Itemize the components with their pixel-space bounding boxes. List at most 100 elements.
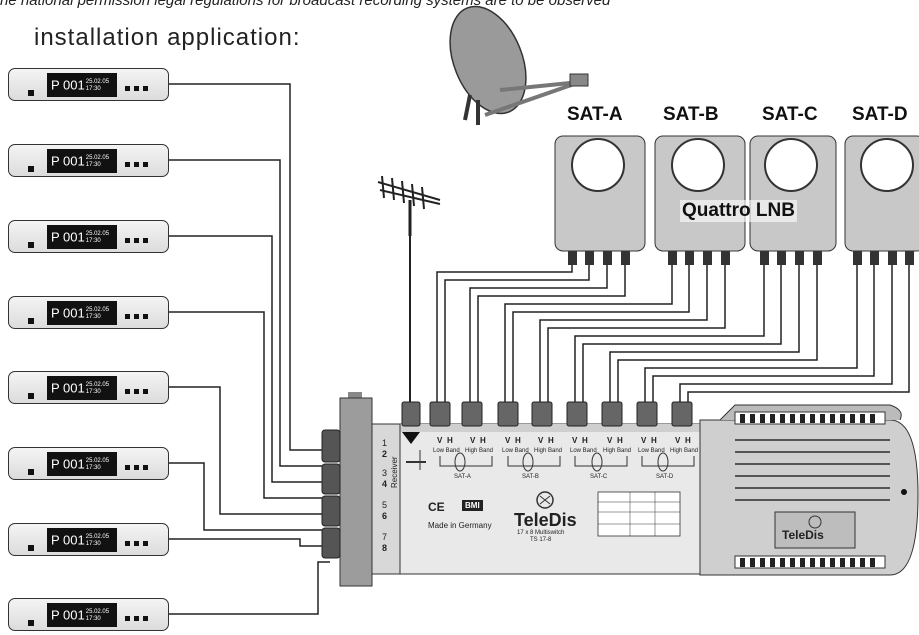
pol-v-c2: V (607, 436, 613, 445)
receiver-buttons (125, 608, 152, 626)
button-icon (125, 162, 130, 167)
button-icon (143, 541, 148, 546)
output-number-3: 3 (382, 468, 388, 478)
output-number-4: 4 (382, 479, 388, 489)
receiver-time: 17:30 (85, 161, 101, 168)
receiver-program: P 001 (51, 77, 85, 93)
receiver-date: 25.02.05 (85, 457, 110, 464)
button-icon (143, 314, 148, 319)
button-icon (134, 541, 139, 546)
band-low-a: Low Band (433, 448, 460, 454)
receiver-buttons (125, 381, 152, 399)
button-icon (143, 86, 148, 91)
group-label-sat-d: SAT-D (656, 474, 674, 480)
bmi-badge: BMI (462, 500, 483, 511)
receiver-buttons (125, 306, 152, 324)
receiver-buttons (125, 230, 152, 248)
power-supply (699, 404, 919, 576)
lnb-label-sat-d: SAT-D (852, 104, 908, 125)
receiver-buttons (125, 457, 152, 475)
band-high-d: High Band (670, 448, 699, 454)
multiswitch-body (321, 392, 703, 587)
button-icon (125, 86, 130, 91)
button-icon (125, 238, 130, 243)
output-number-8: 8 (382, 543, 388, 553)
lnb-label-sat-b: SAT-B (663, 104, 719, 125)
pol-v-b2: V (538, 436, 544, 445)
button-icon (134, 314, 139, 319)
receiver-vertical-label: Receiver (390, 456, 399, 488)
pol-v-d: V (641, 436, 647, 445)
receiver-date: 25.02.05 (85, 230, 110, 237)
button-icon (134, 86, 139, 91)
made-in-germany: Made in Germany (428, 521, 492, 530)
button-icon (134, 389, 139, 394)
band-high-b: High Band (534, 448, 563, 454)
receiver-power-led (28, 318, 34, 324)
button-icon (125, 389, 130, 394)
receiver-time: 17:30 (85, 615, 101, 622)
receiver-buttons (125, 533, 152, 551)
output-number-2: 2 (382, 449, 388, 459)
ce-mark: CE (428, 500, 445, 514)
pol-v-c: V (572, 436, 578, 445)
pol-h-a2: H (480, 436, 486, 445)
pol-h-d: H (651, 436, 657, 445)
model-line-2: TS 17-8 (530, 537, 552, 543)
receiver-date: 25.02.05 (85, 154, 110, 161)
button-icon (134, 238, 139, 243)
receiver-program: P 001 (51, 607, 85, 623)
pol-h-c: H (582, 436, 588, 445)
satellite-dish (449, 5, 589, 125)
receiver-buttons (125, 154, 152, 172)
button-icon (143, 616, 148, 621)
button-icon (134, 162, 139, 167)
receiver-power-led (28, 469, 34, 475)
terrestrial-antenna (377, 175, 441, 402)
pol-v-d2: V (675, 436, 681, 445)
receiver-power-led (28, 90, 34, 96)
lnb-cables (436, 265, 910, 402)
button-icon (143, 162, 148, 167)
receiver-time: 17:30 (85, 237, 101, 244)
pol-v-a2: V (470, 436, 476, 445)
regulation-notice: he national permission legal regulations… (0, 0, 611, 9)
receiver-program: P 001 (51, 153, 85, 169)
output-number-7: 7 (382, 532, 388, 542)
button-icon (125, 465, 130, 470)
band-low-d: Low Band (638, 448, 665, 454)
button-icon (134, 616, 139, 621)
receiver-time: 17:30 (85, 388, 101, 395)
receiver-date: 25.02.05 (85, 306, 110, 313)
band-high-a: High Band (465, 448, 494, 454)
button-icon (143, 465, 148, 470)
output-number-5: 5 (382, 500, 388, 510)
power-supply-brand: TeleDis (782, 528, 824, 542)
output-number-6: 6 (382, 511, 388, 521)
button-icon (125, 541, 130, 546)
lnb-label-sat-a: SAT-A (567, 104, 623, 125)
receiver-cables (169, 83, 330, 615)
receiver-time: 17:30 (85, 85, 101, 92)
receiver-power-led (28, 393, 34, 399)
lnb-units (554, 135, 919, 265)
pol-h-d2: H (685, 436, 691, 445)
button-icon (143, 238, 148, 243)
